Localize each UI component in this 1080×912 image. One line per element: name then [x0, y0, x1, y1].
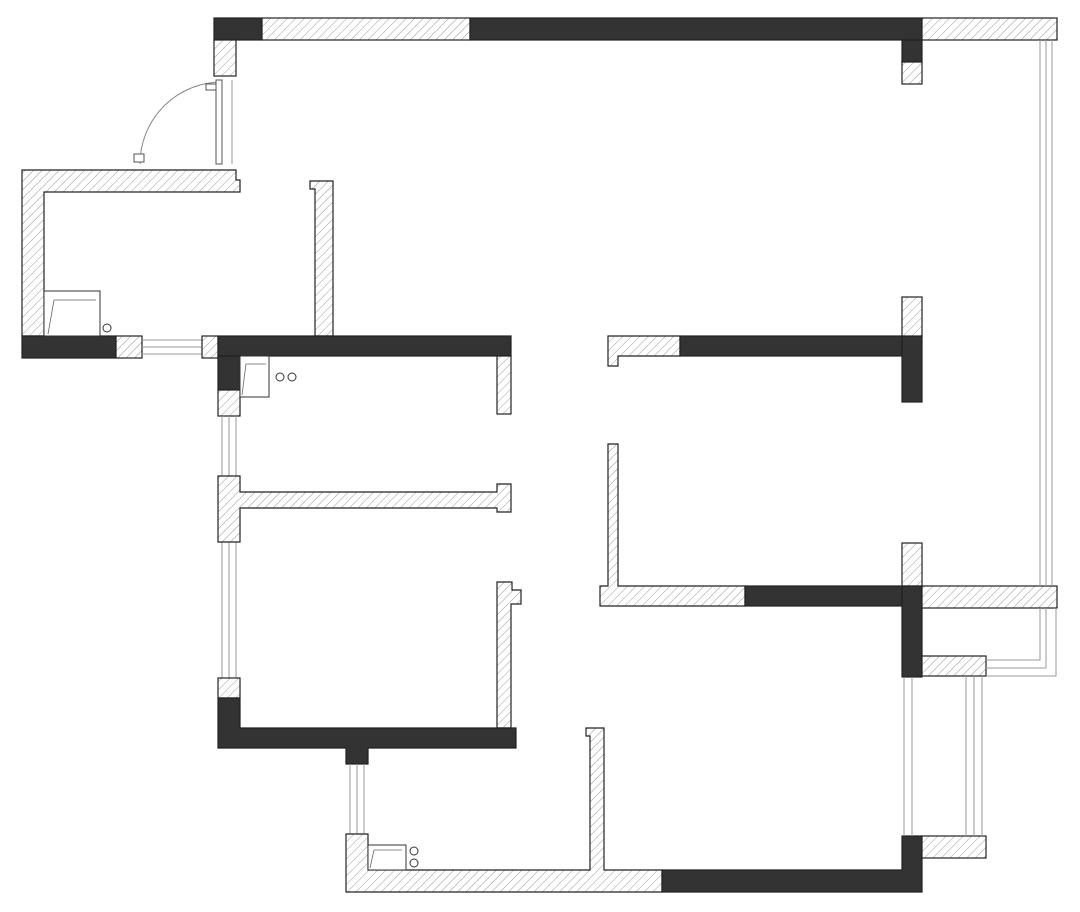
living-partition-wall — [309, 180, 334, 337]
bath-right-wall — [496, 355, 512, 415]
top-exterior-wall — [213, 17, 1058, 85]
lower-bath-fixture — [367, 844, 407, 871]
right-window-corner-line-2 — [986, 608, 1047, 669]
top-wall-window-segment — [261, 17, 471, 41]
lower-bedroom-right-wall — [496, 581, 522, 729]
bottom-right-wall-stub — [921, 835, 987, 859]
right-middle-column-top — [901, 542, 923, 587]
bottom-wall-dark — [661, 835, 923, 893]
entry-door-leaf — [215, 79, 223, 165]
right-middle-wall-extension — [921, 585, 1058, 609]
sink-drain-icon-1 — [275, 372, 285, 382]
right-upper-column-dark — [901, 335, 923, 403]
sink-drain-icon-2 — [287, 372, 297, 382]
right-upper-wall-light — [607, 335, 681, 367]
top-wall-right-segment — [921, 17, 1058, 41]
bath-left-wall-dark — [217, 355, 241, 391]
top-wall-dark-main — [469, 17, 923, 41]
bath-top-wall-dark — [217, 335, 512, 357]
lower-bath-fixture-detail — [369, 849, 402, 869]
balcony-wall-stub — [921, 655, 987, 677]
right-middle-room — [599, 443, 1058, 678]
entry-door-stop — [133, 153, 145, 163]
toilet-fixture — [239, 355, 270, 398]
lower-bath-drain-icon-2 — [409, 858, 419, 868]
bath-left-wall-stub — [217, 389, 241, 417]
right-window-corner-line-1 — [986, 608, 1041, 661]
toilet-detail — [241, 363, 266, 396]
bath-wall-corner — [201, 335, 219, 359]
lower-left-bedroom — [217, 581, 522, 765]
lower-bath-drain-icon-1 — [409, 846, 419, 856]
floor-drain-icon — [102, 323, 112, 333]
entry-door — [133, 79, 233, 165]
top-wall-dark-left — [213, 17, 263, 41]
left-room-bottom-wall-dark — [21, 335, 117, 359]
entry-door-hinge — [205, 83, 217, 91]
right-upper-column-top — [901, 296, 923, 338]
right-upper-room — [607, 296, 923, 403]
entry-wall-stub — [213, 39, 237, 77]
bedroom-divider-wall — [217, 475, 512, 543]
washing-machine-fixture — [43, 290, 101, 337]
right-window-corner-line-3 — [986, 608, 1057, 677]
entry-door-swing-arc — [139, 81, 223, 165]
lower-bedroom-wall-stub — [217, 677, 241, 699]
left-bathroom — [201, 335, 512, 417]
right-middle-wall-light — [599, 443, 746, 607]
right-middle-column-dark — [901, 585, 923, 678]
right-upper-wall-dark — [679, 335, 903, 357]
lower-bedroom-dark-wall — [217, 697, 517, 765]
left-room-bottom-wall-end — [115, 335, 143, 359]
right-balcony-windows — [903, 40, 1057, 836]
top-right-column — [901, 39, 923, 63]
left-annex-room — [21, 169, 241, 359]
right-middle-wall-dark — [744, 585, 903, 607]
lower-bathroom — [345, 727, 663, 893]
left-window-strip — [221, 416, 237, 678]
top-right-column-stub — [901, 61, 923, 85]
washing-machine-detail — [47, 299, 96, 335]
